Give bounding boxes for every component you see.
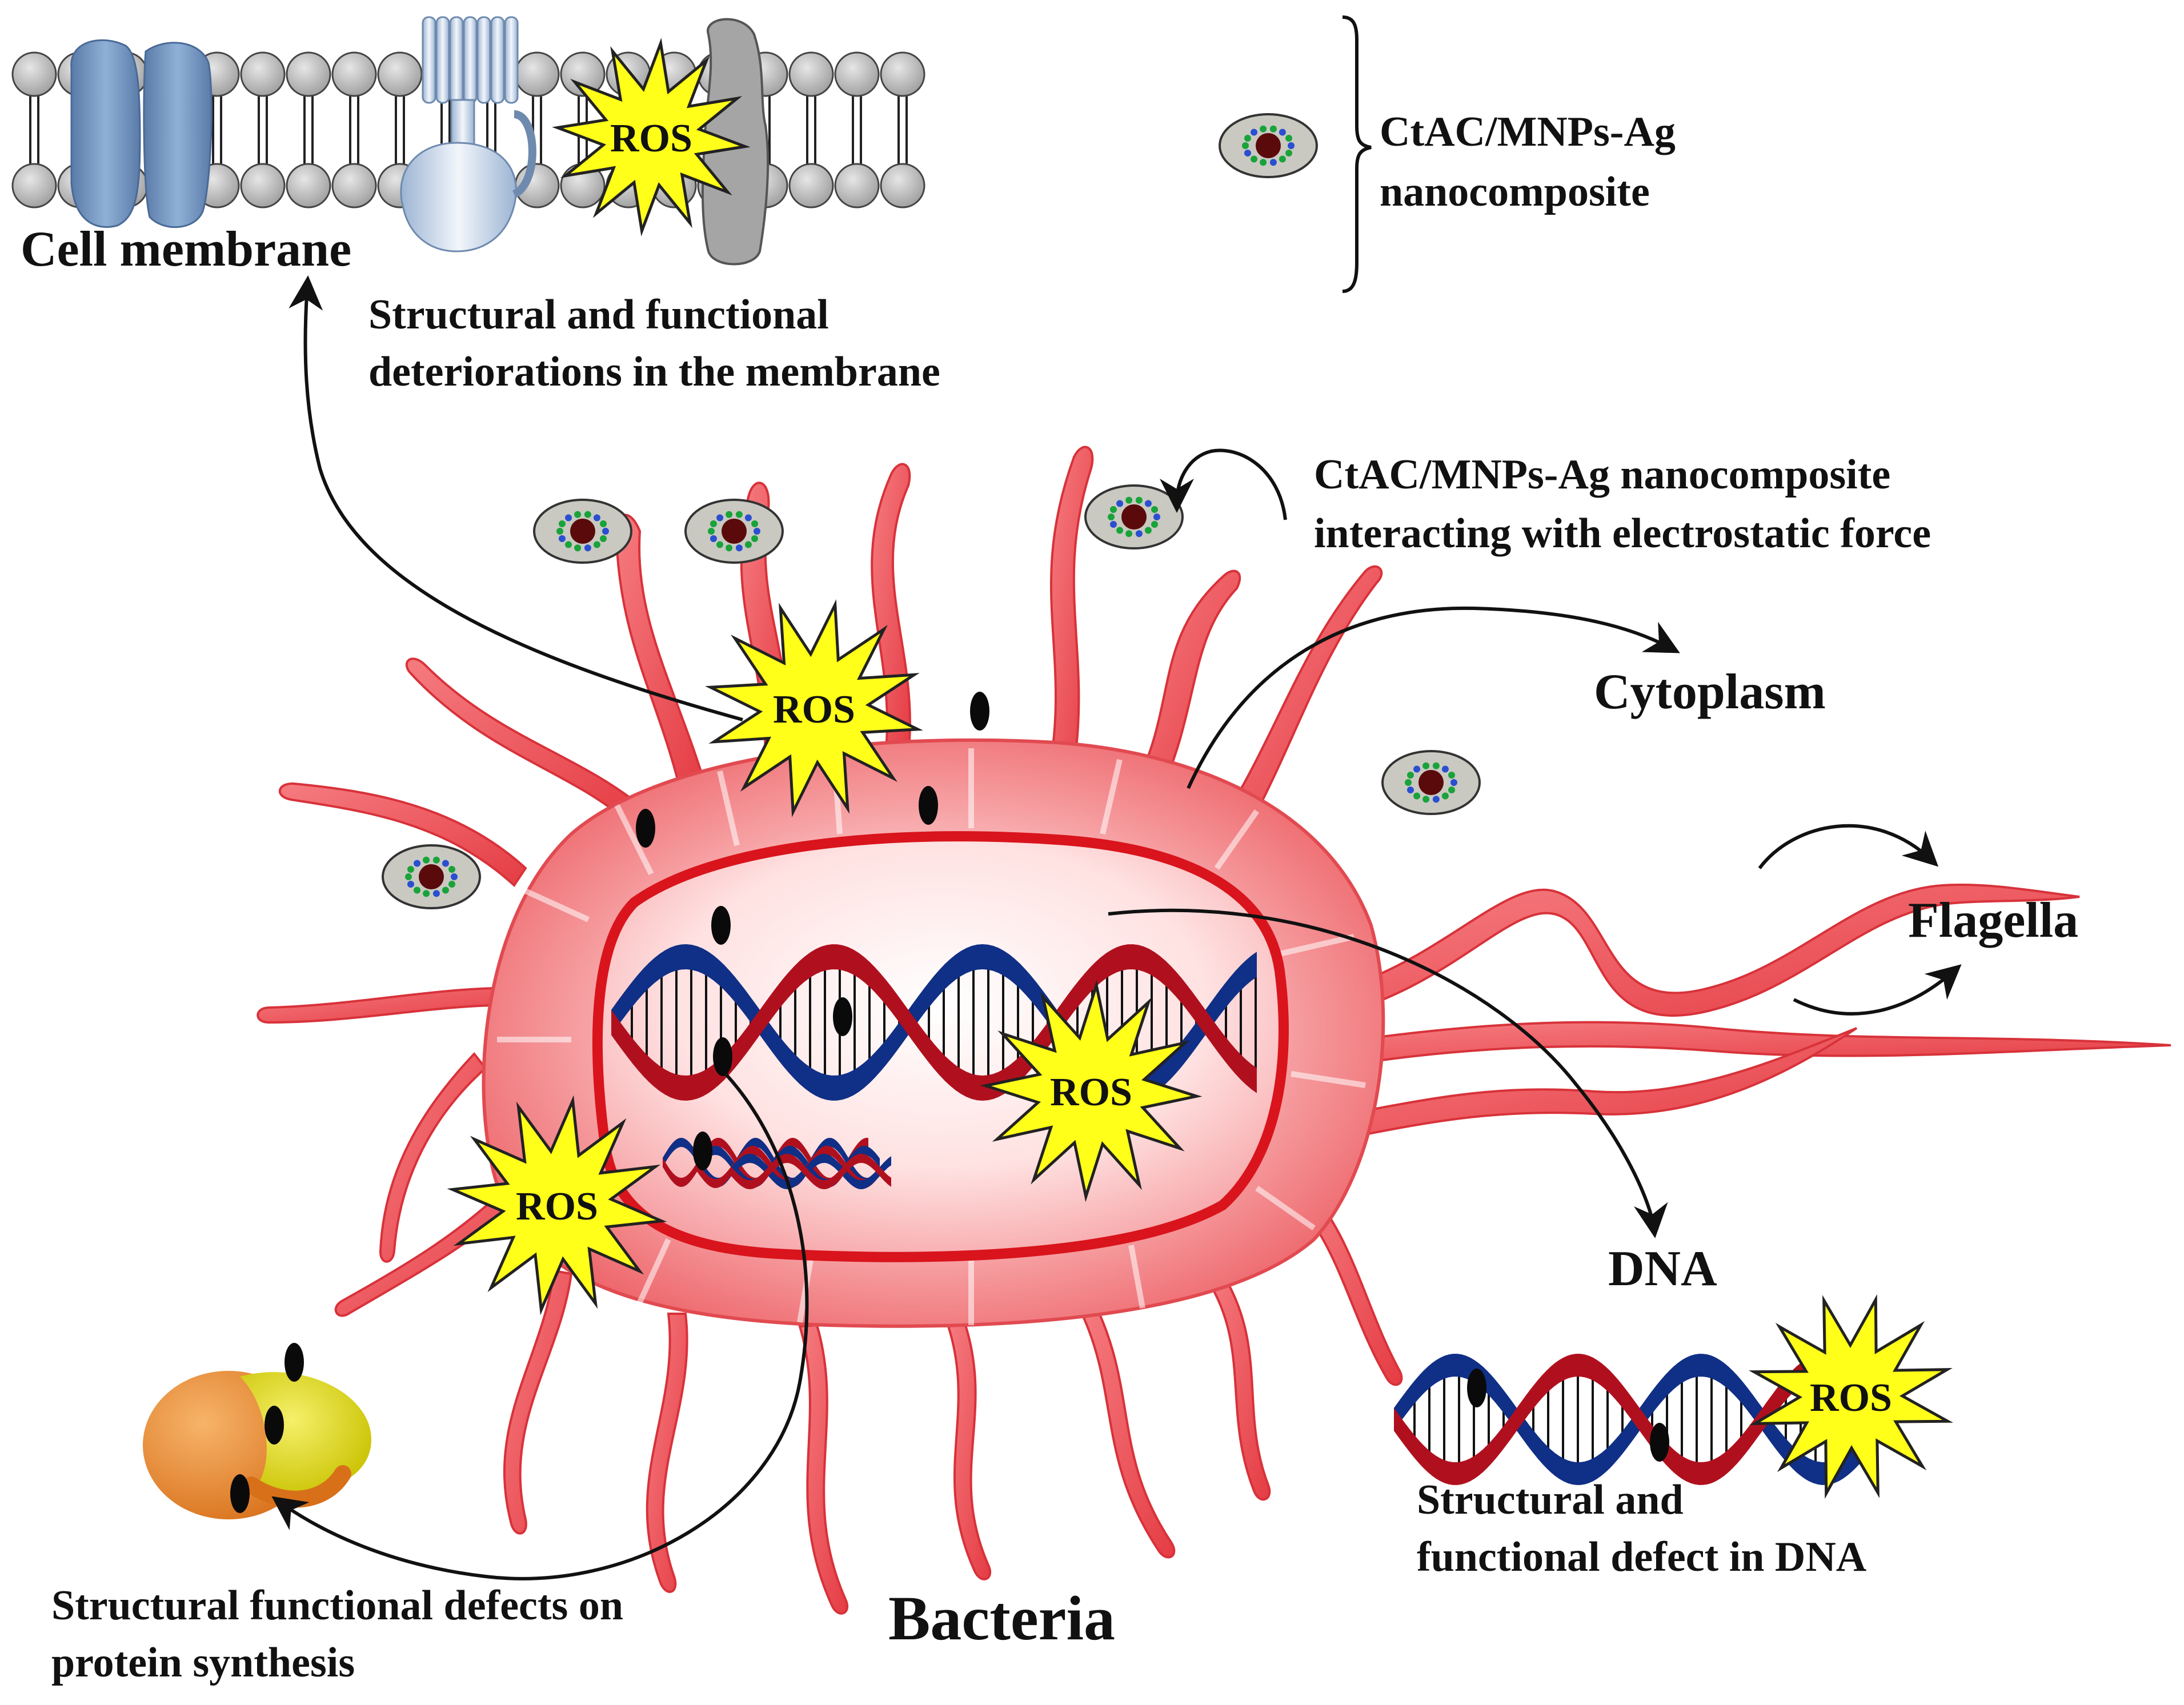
flagella-group [257, 446, 2171, 1615]
arrows [271, 15, 1962, 1580]
pilus [1204, 1272, 1271, 1501]
silver-nanoparticle-dot [284, 1343, 304, 1382]
nanocomposite-particle-icon [1084, 484, 1184, 549]
legend-brace [1342, 15, 1372, 293]
pilus [334, 1189, 516, 1317]
nanocomposite-particle-icon [1381, 750, 1481, 815]
dna-label: DNA [1608, 1241, 1717, 1297]
silver-nanoparticle-dot [970, 692, 989, 731]
ros-label: ROS [773, 688, 855, 732]
bacteria-label: Bacteria [888, 1583, 1115, 1653]
ros-label: ROS [1050, 1070, 1132, 1114]
silver-nanoparticle-dot [1650, 1423, 1669, 1462]
arrow-to-membrane [288, 275, 743, 721]
lipid-head [880, 163, 925, 208]
lipid-head [286, 163, 331, 208]
ros-star: ROS [705, 599, 923, 817]
lipid-head [560, 51, 606, 97]
nanocomposite-particles [382, 113, 1481, 909]
pilus [1079, 1306, 1176, 1559]
cytoplasm-label: Cytoplasm [1594, 664, 1826, 720]
pilus [405, 657, 642, 825]
nanocomposite-particle-icon [1219, 113, 1318, 178]
ros-star: ROS [447, 1095, 667, 1315]
pilus [279, 782, 527, 888]
pilus [947, 1323, 992, 1580]
pilus [646, 1313, 688, 1593]
lipid-head [834, 51, 880, 97]
dna-defect-label-2: functional defect in DNA [1417, 1534, 1866, 1580]
dna-fragment [663, 1138, 891, 1189]
nanocomposite-particle-icon [382, 844, 481, 909]
ros-label: ROS [1810, 1376, 1892, 1420]
lipid-head [377, 51, 423, 97]
ribosome-icon [143, 1371, 371, 1519]
flagella-label: Flagella [1908, 893, 2078, 948]
pilus [798, 1323, 849, 1615]
arrow-to-cytoplasm [1187, 606, 1680, 789]
ros-star: ROS [552, 38, 751, 236]
ros-label: ROS [610, 117, 692, 161]
ros-star: ROS [1748, 1294, 1954, 1499]
silver-nanoparticle-dots [230, 692, 1669, 1513]
arrow-to-protein [271, 1072, 809, 1580]
silver-nanoparticle-dot [711, 906, 731, 945]
ros-star: ROS [980, 980, 1203, 1202]
pilus [1049, 446, 1094, 767]
flagellum [1358, 1021, 2171, 1064]
dna-defect-label-1: Structural and [1417, 1477, 1684, 1523]
protein-label-1: Structural functional defects on [51, 1582, 623, 1629]
lipid-head [331, 163, 377, 208]
protein-label-2: protein synthesis [51, 1639, 355, 1686]
nanocomposite-particle-icon [533, 499, 632, 564]
membrane-damage-label-2: deteriorations in the membrane [368, 348, 940, 395]
pilus [1293, 1186, 1403, 1386]
cell-membrane-label: Cell membrane [21, 222, 351, 277]
lipid-head [11, 51, 57, 97]
arrow-to-dna [1108, 908, 1668, 1238]
pilus [615, 513, 704, 790]
silver-nanoparticle-dot [833, 997, 852, 1036]
silver-nanoparticle-dot [693, 1132, 712, 1170]
lipid-head [286, 51, 331, 97]
lipid-head [834, 163, 880, 208]
lipid-head [880, 51, 925, 97]
lipid-head [240, 163, 286, 208]
ros-label: ROS [516, 1185, 598, 1229]
lipid-head [514, 51, 560, 97]
nanocomposite-particle-icon [684, 499, 784, 564]
lipid-head [788, 163, 834, 208]
silver-nanoparticle-dot [1467, 1369, 1486, 1407]
interaction-label-1: CtAC/MNPs-Ag nanocomposite [1314, 451, 1890, 498]
membrane-damage-label-1: Structural and functional [368, 291, 829, 338]
legend-label-2: nanocomposite [1380, 169, 1650, 215]
pilus [257, 986, 504, 1024]
membrane-channel-protein [70, 39, 213, 228]
silver-nanoparticle-dot [230, 1474, 250, 1513]
pilus [1135, 569, 1241, 796]
lipid-head [240, 51, 286, 97]
lipid-head [11, 163, 57, 208]
silver-nanoparticle-dot [713, 1037, 732, 1076]
labels: Cell membrane Structural and functional … [21, 109, 2078, 1686]
arrow-flagella-top [1758, 824, 1939, 869]
silver-nanoparticle-dot [636, 809, 655, 848]
silver-nanoparticle-dot [265, 1406, 284, 1445]
flagellum [1347, 1027, 1858, 1138]
ros-stars: ROS ROS ROS ROS ROS [447, 38, 1954, 1499]
membrane-pump-protein [400, 16, 536, 252]
arrow-to-nanocomposite [1160, 448, 1287, 520]
legend-label-1: CtAC/MNPs-Ag [1380, 109, 1676, 155]
pilus [379, 1052, 487, 1263]
pilus [503, 1269, 573, 1535]
interaction-label-2: interacting with electrostatic force [1314, 510, 1931, 557]
arrow-flagella-bottom [1793, 964, 1962, 1016]
lipid-head [331, 51, 377, 97]
silver-nanoparticle-dot [919, 786, 938, 825]
flagellum [1358, 884, 2080, 1017]
lipid-head [788, 51, 834, 97]
